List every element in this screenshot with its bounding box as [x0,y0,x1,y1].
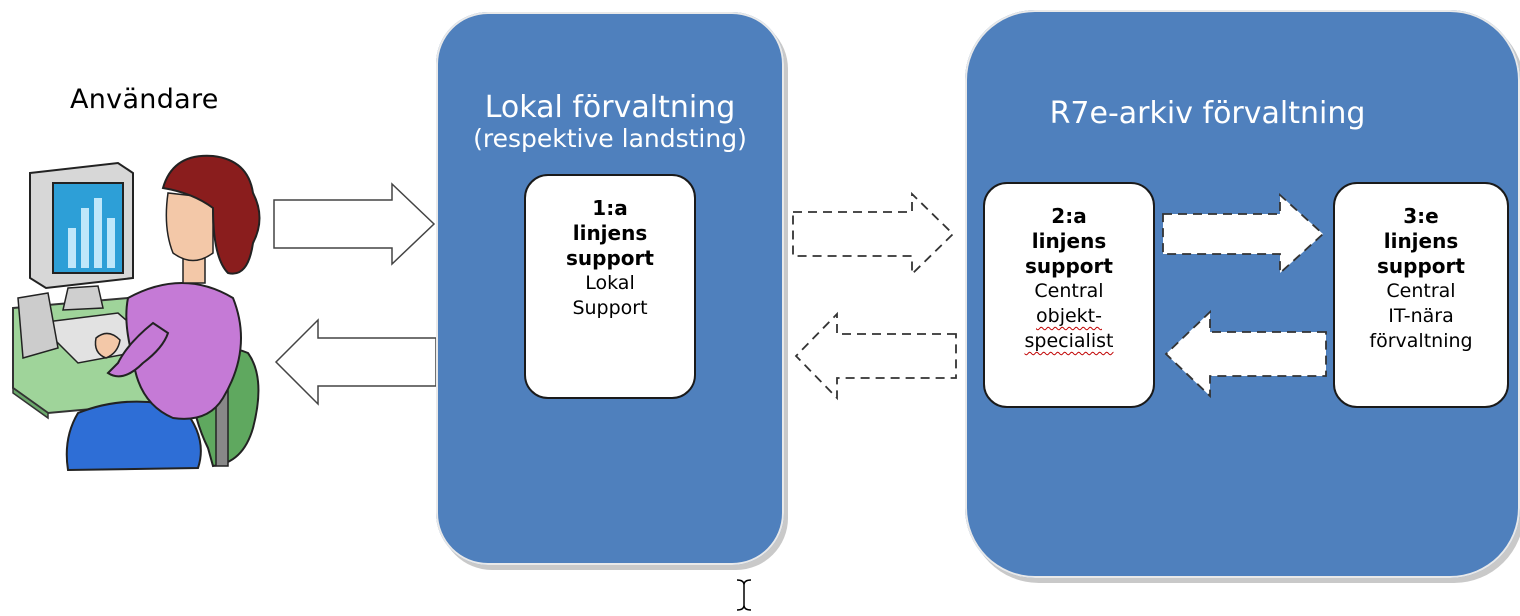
user-label: Användare [70,84,219,115]
third-line-support-box: 3:e linjens support Central IT-nära förv… [1333,182,1509,408]
second-line-desc-2: objekt- [1036,305,1102,327]
third-line-linjens: linjens [1383,229,1459,253]
third-line-desc-1: Central [1386,280,1456,302]
arrow-third-to-second [1164,309,1327,399]
first-line-desc-2: Support [572,297,648,319]
local-administration-panel: Lokal förvaltning (respektive landsting)… [436,12,784,565]
second-line-label: 2:a [1051,204,1087,228]
arrow-user-to-local [273,182,436,266]
first-line-support-box: 1:a linjens support Lokal Support [524,174,696,399]
arrow-local-to-user [274,318,437,406]
user-at-computer-icon [12,154,261,472]
arrow-central-to-local [794,311,957,401]
second-line-linjens: linjens [1031,229,1107,253]
first-line-label: 1:a [592,196,628,220]
third-line-label: 3:e [1403,204,1439,228]
third-line-desc-2: IT-nära [1388,305,1454,327]
second-line-desc-3: specialist [1024,330,1114,352]
arrow-local-to-central [792,191,955,277]
first-line-linjens: linjens [572,221,648,245]
central-administration-panel: R7e-arkiv förvaltning 2:a linjens suppor… [965,10,1520,578]
local-panel-subtitle: (respektive landsting) [473,124,747,153]
third-line-support: support [1377,254,1465,278]
first-line-support: support [566,246,654,270]
text-cursor-icon [736,579,752,611]
first-line-desc-1: Lokal [585,272,635,294]
third-line-desc-3: förvaltning [1369,330,1473,352]
second-line-support: support [1025,254,1113,278]
local-panel-title: Lokal förvaltning [484,90,736,125]
arrow-second-to-third [1162,192,1325,276]
second-line-desc-1: Central [1034,280,1104,302]
central-panel-title: R7e-arkiv förvaltning [1049,96,1366,131]
second-line-support-box: 2:a linjens support Central objekt- spec… [983,182,1155,408]
